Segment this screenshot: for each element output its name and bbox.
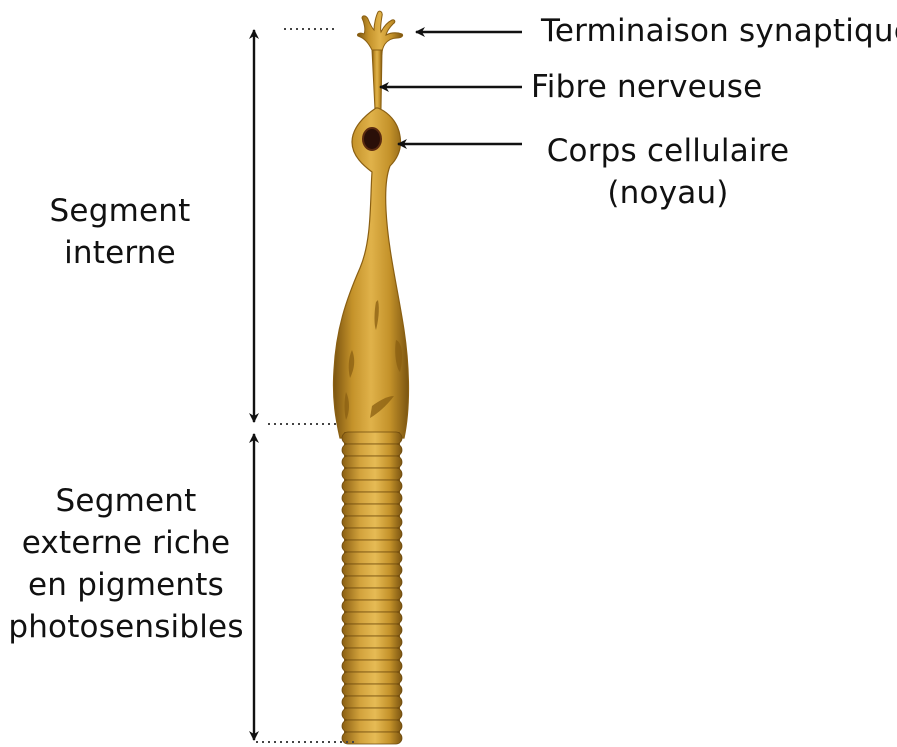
- membrane-disc: [342, 564, 402, 576]
- label-interne-line: Segment: [15, 190, 225, 232]
- label-externe-line: Segment: [2, 480, 250, 522]
- membrane-disc: [342, 708, 402, 720]
- membrane-disc: [342, 444, 402, 456]
- label-segment-externe: Segment externe riche en pigments photos…: [2, 480, 250, 648]
- label-corps-line: (noyau): [543, 172, 793, 214]
- membrane-disc: [342, 624, 402, 636]
- membrane-disc: [342, 432, 402, 444]
- membrane-disc: [342, 540, 402, 552]
- membrane-disc: [342, 684, 402, 696]
- label-externe-line: en pigments: [2, 564, 250, 606]
- membrane-disc: [342, 720, 402, 732]
- nucleus: [363, 128, 381, 150]
- membrane-disc: [342, 636, 402, 648]
- nerve-fibre: [372, 50, 382, 112]
- label-externe-line: photosensibles: [2, 606, 250, 648]
- label-externe-line: externe riche: [2, 522, 250, 564]
- synaptic-terminal: [357, 11, 402, 54]
- label-corps-cellulaire: Corps cellulaire (noyau): [543, 130, 793, 214]
- membrane-disc: [342, 480, 402, 492]
- membrane-disc: [342, 732, 402, 744]
- membrane-disc: [342, 456, 402, 468]
- membrane-disc: [342, 660, 402, 672]
- membrane-disc: [342, 504, 402, 516]
- membrane-disc: [342, 648, 402, 660]
- membrane-disc: [342, 528, 402, 540]
- membrane-disc: [342, 696, 402, 708]
- membrane-disc: [342, 600, 402, 612]
- label-segment-interne: Segment interne: [15, 190, 225, 274]
- label-fibre-nerveuse: Fibre nerveuse: [531, 66, 762, 108]
- membrane-disc: [342, 588, 402, 600]
- membrane-disc: [342, 552, 402, 564]
- membrane-disc: [342, 612, 402, 624]
- membrane-disc: [342, 492, 402, 504]
- outer-segment: [342, 432, 402, 744]
- membrane-disc: [342, 576, 402, 588]
- membrane-disc: [342, 468, 402, 480]
- membrane-disc: [342, 672, 402, 684]
- cell-body: [333, 108, 408, 438]
- membrane-disc: [342, 516, 402, 528]
- label-corps-line: Corps cellulaire: [543, 130, 793, 172]
- label-terminaison-synaptique: Terminaison synaptique: [541, 10, 897, 52]
- label-interne-line: interne: [15, 232, 225, 274]
